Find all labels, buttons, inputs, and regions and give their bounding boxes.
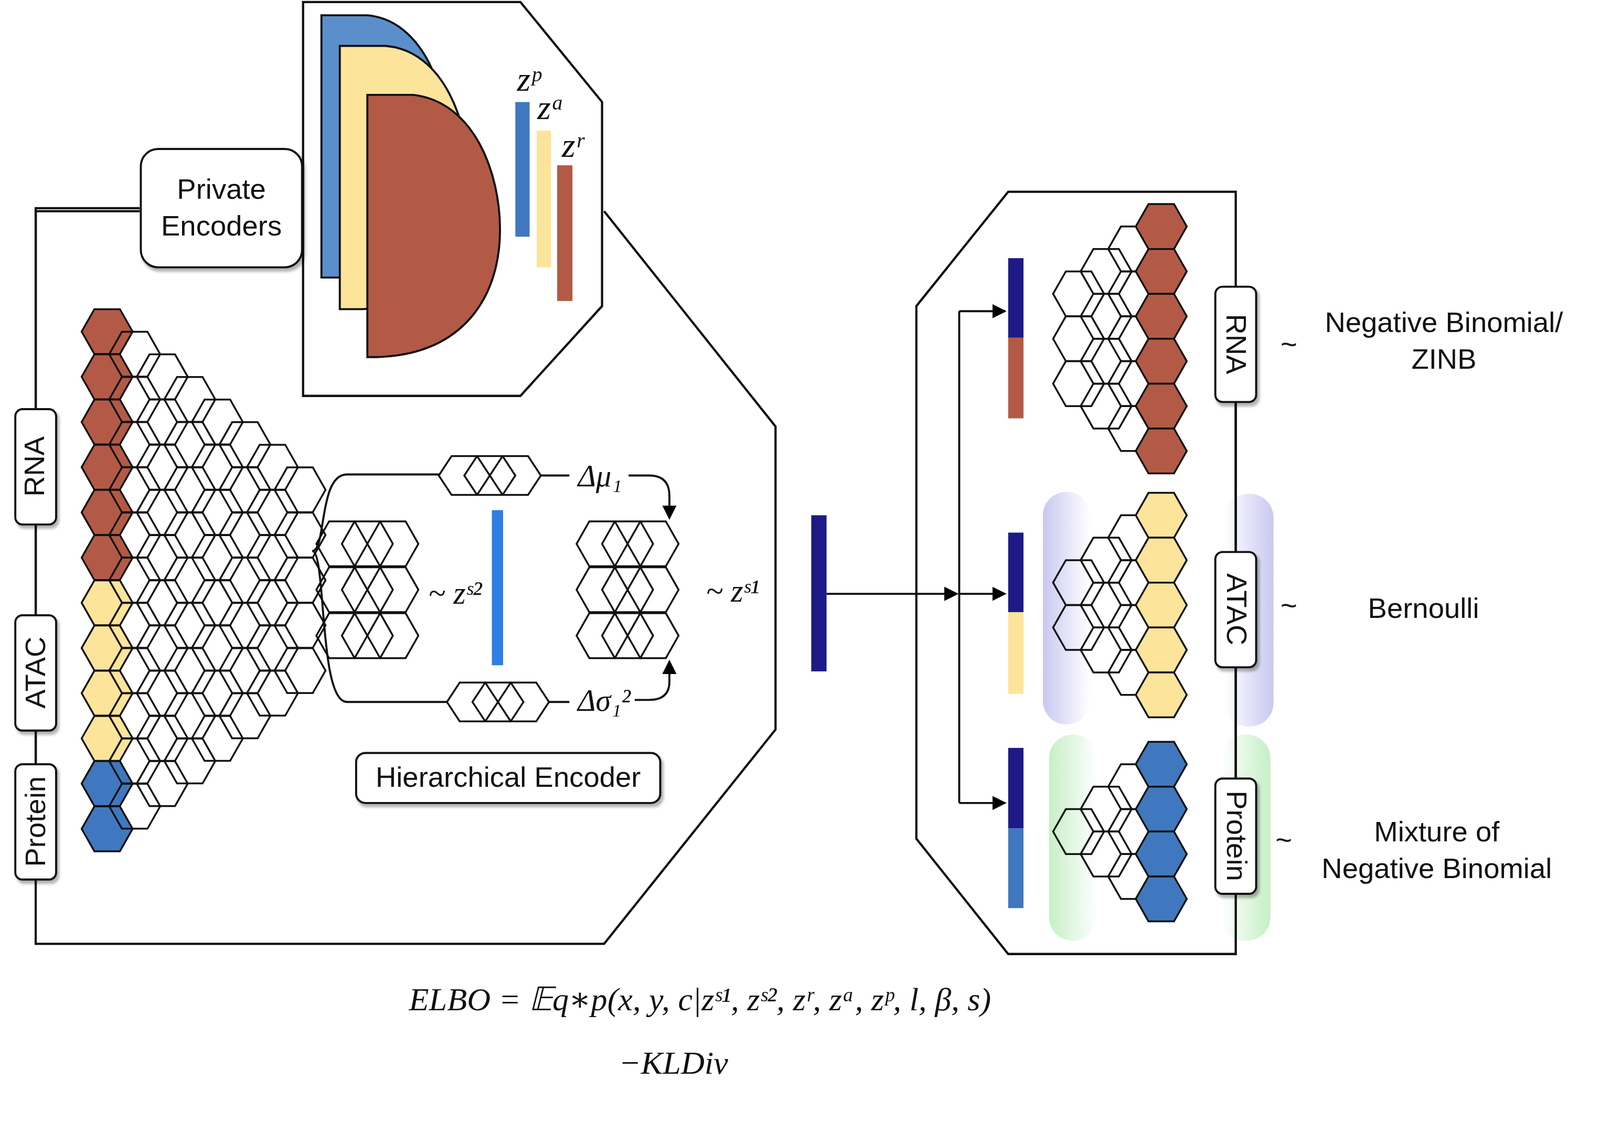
parameter-label: Δσ₁²: [577, 679, 631, 720]
distribution-tilde: ~: [1280, 326, 1298, 364]
output-feature-cell: [1135, 582, 1187, 628]
latent-label: zʳ: [561, 123, 583, 169]
encoder-layer-cell: [274, 603, 326, 649]
node-label: Protein: [17, 776, 55, 868]
latent-bar: [1008, 828, 1024, 909]
output-feature-cell: [1135, 493, 1187, 539]
frame-connector: [35, 208, 140, 409]
latent-bar: [1008, 532, 1024, 613]
output-feature-cell: [1135, 249, 1187, 295]
branch-wire: [312, 550, 447, 702]
latent-grid-cell: [367, 567, 419, 613]
update-arrow: [628, 475, 670, 519]
output-feature-cell: [1135, 537, 1187, 583]
distribution-label: Negative Binomial/ ZINB: [1316, 304, 1572, 380]
modality-box: Protein: [1214, 777, 1258, 895]
modality-box: RNA: [1214, 285, 1258, 404]
latent-bar: [492, 510, 504, 666]
hex-meshes: [81, 204, 1188, 922]
node-label: ATAC: [17, 636, 55, 709]
mean-cell: [489, 456, 541, 496]
modality-box: Protein: [14, 763, 58, 881]
decoder-frame: [916, 192, 1236, 955]
route-arrow: [958, 310, 1006, 313]
latent-bar: [1008, 748, 1024, 829]
distribution-tilde: ~: [1280, 587, 1298, 625]
shared-latent-bar: [811, 515, 827, 672]
variance-cell: [497, 682, 549, 722]
encoder-box: Private Encoders: [139, 147, 303, 269]
node-label: RNA: [17, 436, 55, 497]
distribution-label: Mixture of Negative Binomial: [1317, 814, 1556, 889]
latent-grid-cell: [627, 567, 679, 613]
distribution-tilde: ~: [1275, 822, 1293, 860]
route-arrow: [826, 592, 958, 595]
output-feature-cell: [1135, 741, 1187, 787]
latent-bar: [1008, 258, 1024, 338]
node-label: Protein: [1217, 791, 1255, 882]
encoder-layer-cell: [274, 512, 326, 558]
latent-grid-cell: [627, 521, 679, 567]
latent-label: ~ zˢ¹: [706, 571, 760, 613]
latent-bar: [557, 165, 573, 302]
latent-bar: [1008, 612, 1024, 695]
latent-label: zᵖ: [516, 57, 540, 103]
latent-label: zᵃ: [537, 85, 565, 131]
parameter-label: Δμ₁: [578, 455, 623, 496]
branch-wire: [312, 474, 439, 552]
update-arrow: [634, 660, 670, 700]
private-encoder-panel: [303, 2, 603, 397]
frame-connector: [1234, 668, 1237, 778]
output-feature-cell: [1135, 293, 1187, 339]
branch-wire: [540, 474, 570, 477]
frame-connector: [34, 731, 37, 764]
node-label: RNA: [1217, 314, 1255, 375]
latent-label: ~ zˢ²: [428, 573, 483, 615]
rna-encoder-shape: [367, 94, 500, 358]
encoder-layer-cell: [274, 467, 326, 513]
output-feature-cell: [1135, 627, 1187, 673]
node-label: Hierarchical Encoder: [375, 759, 642, 797]
encoder-box: Hierarchical Encoder: [355, 752, 662, 805]
route-arrow: [958, 802, 1006, 805]
frame-connector: [34, 525, 37, 615]
distribution-label: Bernoulli: [1368, 590, 1480, 628]
latent-grid-cell: [627, 613, 679, 659]
objective-formula: ELBO = 𝔼q∗p(x, y, c|zˢ¹, zˢ², zʳ, zᵃ, zᵖ…: [409, 978, 992, 1022]
output-feature-cell: [1135, 831, 1187, 877]
encoder-layer-cell: [274, 557, 326, 603]
output-feature-cell: [1135, 338, 1187, 384]
latent-bar: [515, 102, 530, 238]
modality-box: ATAC: [1214, 550, 1258, 669]
encoder-layer-cell: [274, 648, 326, 694]
output-feature-cell: [1135, 383, 1187, 429]
node-label: Private Encoders: [144, 171, 298, 246]
output-feature-cell: [1135, 204, 1187, 250]
route-arrow: [958, 592, 1006, 595]
branch-wire: [549, 700, 570, 703]
latent-grid-cell: [367, 613, 419, 659]
route-wire: [958, 311, 961, 804]
output-feature-cell: [1135, 786, 1187, 832]
latent-bar: [1008, 337, 1024, 419]
modality-box: RNA: [14, 408, 58, 526]
frame-connector: [1234, 402, 1237, 551]
modality-box: ATAC: [14, 614, 58, 732]
output-feature-cell: [1135, 428, 1187, 474]
output-feature-cell: [1135, 876, 1187, 922]
node-label: ATAC: [1217, 573, 1255, 646]
latent-grid-cell: [367, 521, 419, 567]
latent-bar: [536, 130, 551, 268]
objective-formula: −KLDiv: [619, 1041, 729, 1085]
output-feature-cell: [1135, 672, 1187, 718]
